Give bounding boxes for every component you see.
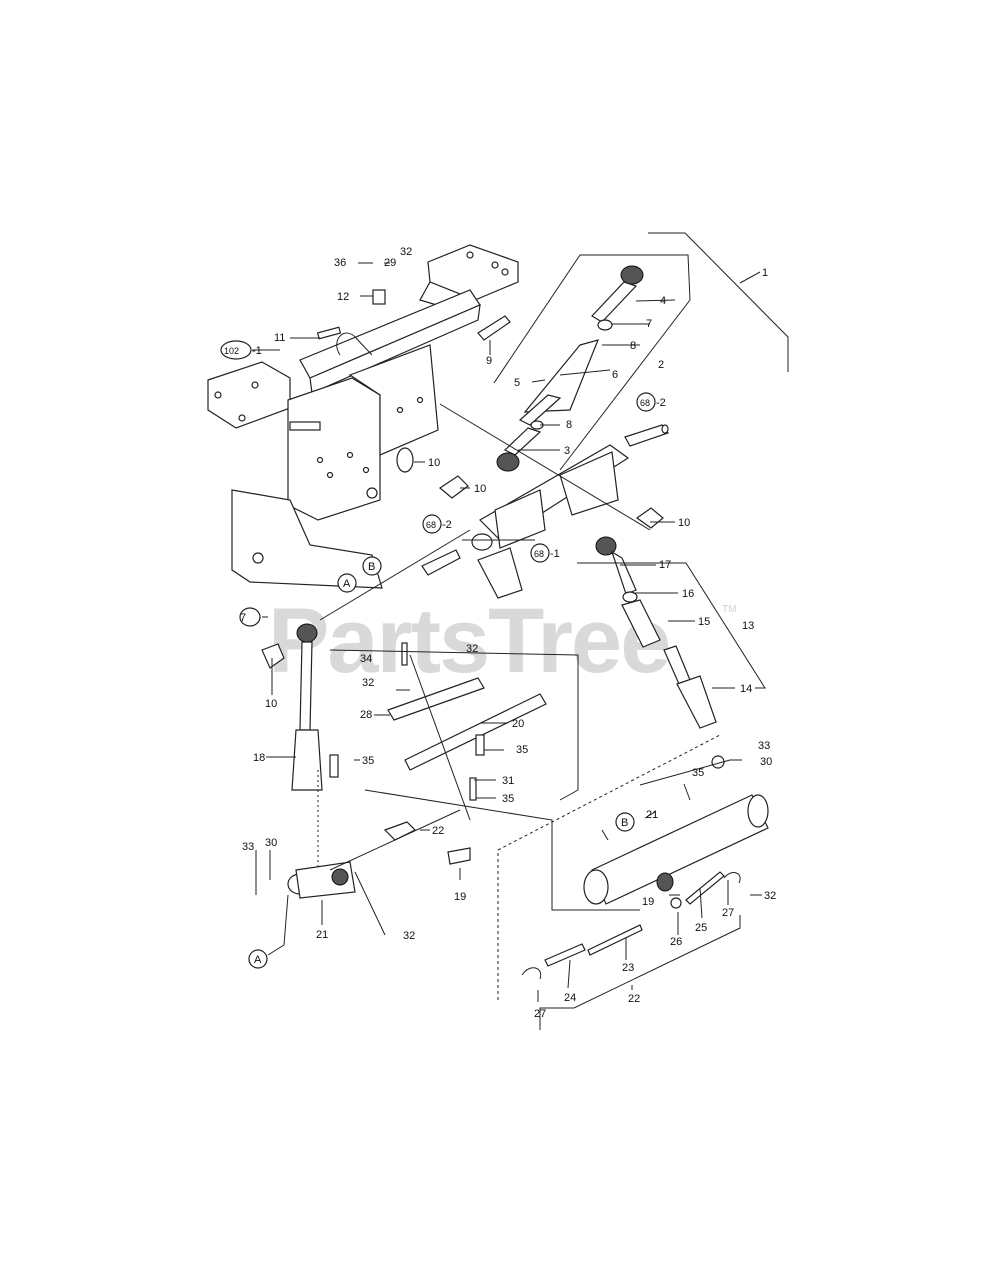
ref-68-left-suffix: -2 [442, 519, 452, 531]
watermark-text: PartsTree [268, 590, 669, 692]
leader-lines [252, 232, 789, 1030]
ref-68-center-suffix: -1 [550, 548, 560, 560]
callout-32-top: 32 [400, 246, 412, 258]
callout-6: 6 [612, 369, 618, 381]
callout-35-b: 35 [362, 755, 374, 767]
callout-36: 36 [334, 257, 346, 269]
callout-23: 23 [622, 962, 634, 974]
callout-28: 28 [360, 709, 372, 721]
callout-19-left: 19 [454, 891, 466, 903]
callout-labels: 1 2 3 4 5 6 7 7 8 8 9 10 10 10 10 11 12 … [224, 246, 776, 1020]
callout-24: 24 [564, 992, 576, 1004]
callout-27-left: 27 [534, 1008, 546, 1020]
callout-10-d: 10 [265, 698, 277, 710]
callout-32-lower-left: 32 [403, 930, 415, 942]
callout-20: 20 [512, 718, 524, 730]
ref-68-top: 68 [640, 398, 650, 408]
callout-33-left: 33 [242, 841, 254, 853]
callout-7-left: 7 [240, 612, 246, 624]
callout-18: 18 [253, 752, 265, 764]
callout-15: 15 [698, 616, 710, 628]
ref-A-lower: A [254, 954, 262, 966]
callout-1: 1 [762, 267, 768, 279]
ref-102: 102 [224, 346, 239, 356]
callout-8-lower: 8 [566, 419, 572, 431]
callout-2: 2 [658, 359, 664, 371]
callout-30-right: 30 [760, 756, 772, 768]
callout-9: 9 [486, 355, 492, 367]
hitch-frame [207, 244, 519, 589]
callout-10-c: 10 [678, 517, 690, 529]
callout-35-d: 35 [692, 767, 704, 779]
callout-22-upper: 22 [432, 825, 444, 837]
callout-13: 13 [742, 620, 754, 632]
clip-10-a [396, 447, 414, 473]
ref-68-top-suffix: -2 [656, 397, 666, 409]
callout-31: 31 [502, 775, 514, 787]
yoke-21-left [287, 821, 471, 899]
callout-25: 25 [695, 922, 707, 934]
pin-9 [477, 315, 511, 341]
top-link-assembly [496, 265, 644, 472]
callout-27-right: 27 [722, 907, 734, 919]
callout-26: 26 [670, 936, 682, 948]
callout-33-right: 33 [758, 740, 770, 752]
callout-8-upper: 8 [630, 340, 636, 352]
u-pin-11 [336, 332, 373, 356]
callout-35-a: 35 [516, 744, 528, 756]
callout-10-b: 10 [474, 483, 486, 495]
ref-68-center: 68 [534, 549, 544, 559]
callout-30-left: 30 [265, 837, 277, 849]
callout-19-right: 19 [642, 896, 654, 908]
callout-35-c: 35 [502, 793, 514, 805]
callout-34: 34 [360, 653, 372, 665]
spacer-12 [372, 289, 386, 305]
ref-A-upper: A [343, 578, 351, 590]
watermark-trademark: TM [722, 604, 736, 615]
callout-10-a: 10 [428, 457, 440, 469]
callout-22-lower: 22 [628, 993, 640, 1005]
callout-3: 3 [564, 445, 570, 457]
callout-14: 14 [740, 683, 752, 695]
lift-link-left-18 [261, 623, 323, 791]
cross-shaft-68 [421, 424, 669, 599]
callout-32-center: 32 [362, 677, 374, 689]
ref-68-left: 68 [426, 520, 436, 530]
callout-32-lower-right: 32 [764, 890, 776, 902]
callout-17: 17 [659, 559, 671, 571]
clip-10-b [438, 475, 469, 499]
callout-32-mid: 32 [466, 643, 478, 655]
callout-21-left: 21 [316, 929, 328, 941]
callout-12: 12 [337, 291, 349, 303]
callout-16: 16 [682, 588, 694, 600]
callout-5: 5 [514, 377, 520, 389]
reference-circles [220, 340, 656, 969]
callout-21-right: 21 [646, 809, 658, 821]
ref-102-suffix: -1 [252, 345, 262, 357]
ref-B-upper: B [368, 561, 375, 573]
ref-B-lower: B [621, 817, 628, 829]
callout-7-top: 7 [646, 318, 652, 330]
lift-tube-21-right [521, 755, 769, 980]
callout-29: 29 [384, 257, 396, 269]
callout-4: 4 [660, 295, 666, 307]
callout-11: 11 [274, 332, 285, 344]
lift-shaft-parts [329, 642, 547, 821]
